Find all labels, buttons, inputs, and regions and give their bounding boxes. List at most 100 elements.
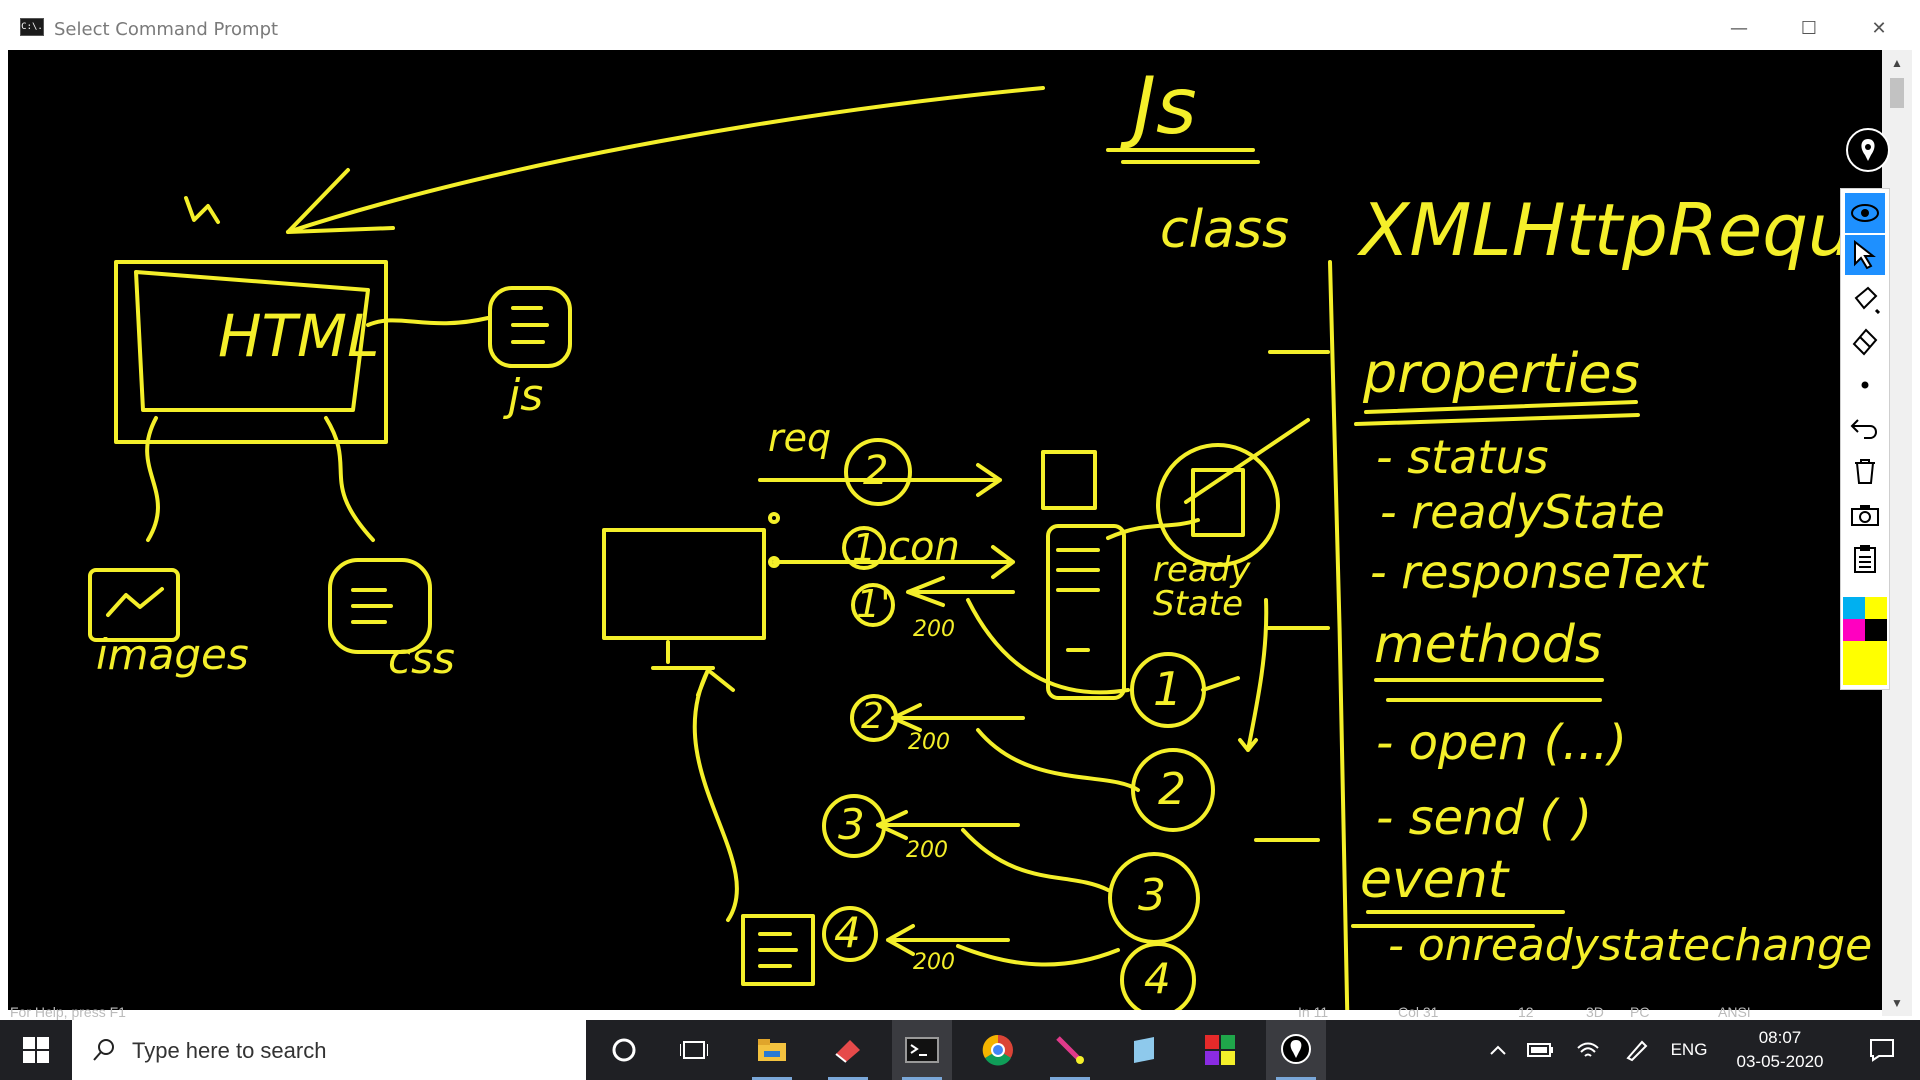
ink-underline-properties bbox=[1364, 400, 1638, 414]
ink-wire-css bbox=[324, 416, 375, 542]
eye-icon[interactable] bbox=[1845, 193, 1885, 233]
server-doc bbox=[1041, 450, 1097, 510]
start-button[interactable] bbox=[0, 1020, 72, 1080]
ink-text-html: HTML bbox=[218, 302, 380, 370]
cmd-icon: C:\. bbox=[20, 18, 44, 36]
circle-state-3 bbox=[1108, 852, 1200, 944]
ink-resp-3 bbox=[876, 810, 1020, 840]
ink-text-class: class bbox=[1160, 200, 1290, 260]
taskbar-search-box[interactable]: Type here to search bbox=[72, 1020, 586, 1080]
clipboard-icon[interactable] bbox=[1845, 539, 1885, 579]
dot-icon[interactable] bbox=[1845, 365, 1885, 405]
wifi-icon[interactable] bbox=[1566, 1020, 1610, 1080]
title-bar[interactable]: C:\. Select Command Prompt — ☐ ✕ bbox=[8, 6, 1912, 51]
sel-indicator: 12 bbox=[1518, 1004, 1534, 1020]
camera-icon[interactable] bbox=[1845, 495, 1885, 535]
ink-divider bbox=[1328, 260, 1350, 1010]
circle-state-2 bbox=[1131, 748, 1215, 832]
pen-handle-icon[interactable] bbox=[1846, 128, 1890, 172]
eraser-icon[interactable] bbox=[1845, 321, 1885, 361]
ink-number-3-resp: 3 bbox=[838, 800, 865, 849]
language-indicator[interactable]: ENG bbox=[1670, 1040, 1708, 1059]
scroll-down-arrow-icon[interactable]: ▼ bbox=[1891, 996, 1903, 1010]
ink-number-state-3: 3 bbox=[1138, 870, 1166, 921]
eraser-app-icon[interactable] bbox=[818, 1020, 878, 1080]
ink-number-state-2: 2 bbox=[1158, 764, 1186, 815]
ink-number-2-req: 2 bbox=[863, 448, 889, 494]
color-app-icon[interactable] bbox=[1190, 1020, 1250, 1080]
highlighter-icon[interactable] bbox=[1845, 279, 1885, 319]
mode-indicator: 3D bbox=[1586, 1004, 1604, 1020]
command-prompt-taskbar-icon[interactable] bbox=[892, 1020, 952, 1080]
color-swatch-magenta[interactable] bbox=[1843, 619, 1865, 641]
browser-box bbox=[602, 528, 766, 640]
color-swatch-black[interactable] bbox=[1865, 619, 1887, 641]
chrome-icon[interactable] bbox=[968, 1020, 1028, 1080]
search-placeholder: Type here to search bbox=[132, 1038, 327, 1063]
file-explorer-icon[interactable] bbox=[742, 1020, 802, 1080]
pc-indicator: PC bbox=[1630, 1004, 1650, 1020]
command-prompt-window: C:\. Select Command Prompt — ☐ ✕ bbox=[8, 6, 1912, 1020]
show-hidden-icons-chevron-icon[interactable] bbox=[1478, 1020, 1518, 1080]
color-swatch-yellow[interactable] bbox=[1865, 597, 1887, 619]
task-view-icon[interactable] bbox=[664, 1020, 724, 1080]
ink-text-readystate: - readyState bbox=[1380, 485, 1665, 539]
console-area[interactable]: Js class XMLHttpRequest properties - sta… bbox=[8, 50, 1882, 1010]
color-swatch-selected-yellow[interactable] bbox=[1843, 641, 1887, 685]
cortana-icon[interactable] bbox=[594, 1020, 654, 1080]
clock[interactable]: 08:07 03-05-2020 bbox=[1720, 1026, 1840, 1074]
js-doc bbox=[488, 286, 572, 368]
final-doc bbox=[741, 914, 815, 986]
ink-resp-2 bbox=[891, 703, 1025, 732]
epic-pen-icon[interactable] bbox=[1266, 1020, 1326, 1080]
server-box bbox=[1046, 524, 1126, 700]
undo-icon[interactable] bbox=[1845, 407, 1885, 447]
search-icon bbox=[93, 1039, 114, 1061]
ink-wire-js bbox=[366, 316, 490, 327]
ink-req-arrow bbox=[758, 463, 1002, 497]
ink-number-state-1: 1 bbox=[1153, 662, 1183, 716]
paint-tool-icon[interactable] bbox=[1040, 1020, 1100, 1080]
ink-arrow-head bbox=[286, 168, 395, 234]
ink-text-properties: properties bbox=[1363, 342, 1640, 405]
ink-text-event: event bbox=[1360, 850, 1509, 910]
ink-code-200-a: 200 bbox=[913, 617, 955, 642]
clock-time: 08:07 bbox=[1758, 1028, 1802, 1047]
ink-arrow bbox=[286, 86, 1045, 234]
trash-icon[interactable] bbox=[1845, 451, 1885, 491]
ink-text-open: - open (...) bbox=[1376, 715, 1627, 771]
ink-text-responsetext: - responseText bbox=[1370, 545, 1708, 599]
encoding-indicator: ANSI bbox=[1718, 1004, 1751, 1020]
ink-con-arrow bbox=[772, 545, 1015, 579]
clock-date: 03-05-2020 bbox=[1736, 1052, 1824, 1071]
ink-wire-browser bbox=[692, 668, 739, 922]
ink-text-css: css bbox=[388, 634, 455, 683]
images-doc bbox=[88, 568, 180, 642]
notepad-app-icon[interactable] bbox=[1114, 1020, 1174, 1080]
color-swatch-cyan[interactable] bbox=[1843, 597, 1865, 619]
ink-text-send: - send ( ) bbox=[1376, 790, 1592, 846]
ink-number-1-prime: 1' bbox=[856, 582, 891, 626]
ink-text-js: Js bbox=[1133, 62, 1197, 152]
ink-wire-images bbox=[145, 416, 160, 542]
close-button[interactable]: ✕ bbox=[1871, 17, 1887, 39]
pen-workspace-icon[interactable] bbox=[1614, 1020, 1658, 1080]
ink-number-2-resp: 2 bbox=[861, 696, 884, 737]
ink-code-200-b: 200 bbox=[908, 730, 950, 755]
minimize-button[interactable]: — bbox=[1730, 17, 1748, 39]
ink-text-js-file: js bbox=[508, 370, 544, 421]
scroll-thumb[interactable] bbox=[1890, 78, 1904, 108]
ink-drawing bbox=[88, 86, 1640, 1010]
ink-resp-1p bbox=[906, 576, 1015, 607]
cursor-icon[interactable] bbox=[1845, 235, 1885, 275]
ink-resp-4 bbox=[886, 924, 1010, 956]
ink-text-status: - status bbox=[1376, 430, 1549, 484]
battery-icon[interactable] bbox=[1518, 1020, 1562, 1080]
ink-text-ready-state: ready State bbox=[1153, 550, 1251, 624]
action-center-icon[interactable] bbox=[1852, 1020, 1912, 1080]
line-indicator: In 11 bbox=[1298, 1004, 1329, 1020]
scroll-up-arrow-icon[interactable]: ▲ bbox=[1891, 56, 1903, 70]
window-title: Select Command Prompt bbox=[54, 19, 279, 40]
css-doc bbox=[328, 558, 432, 654]
maximize-button[interactable]: ☐ bbox=[1800, 17, 1818, 39]
